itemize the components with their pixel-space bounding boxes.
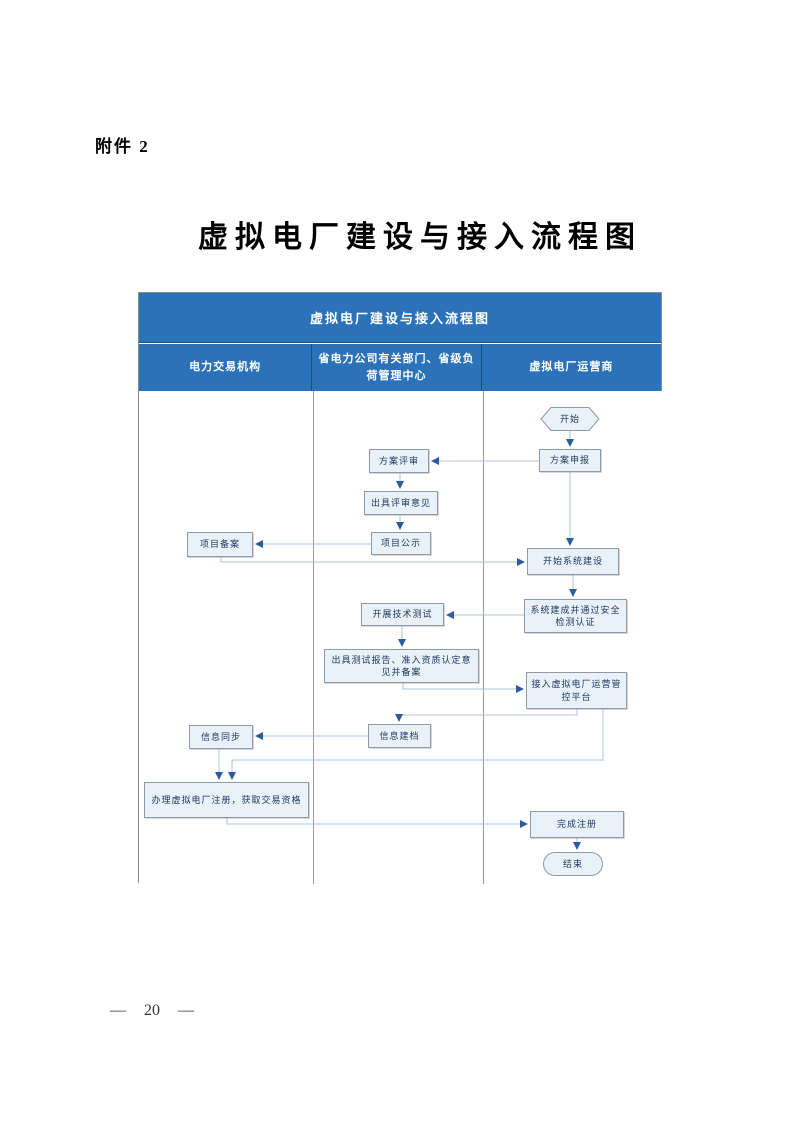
node-end: 结束 <box>562 858 583 869</box>
flow-connectors <box>215 407 604 876</box>
node-register-vpp-obtain-trading-qualification: 办理虚拟电厂注册，获取交易资格 <box>144 782 309 818</box>
lane-header-vpp-operator: 虚拟电厂运营商 <box>481 344 662 391</box>
page-title: 虚拟电厂建设与接入流程图 <box>198 221 642 254</box>
lane-header-row: 电力交易机构 省电力公司有关部门、省级负荷管理中心 虚拟电厂运营商 <box>139 344 662 391</box>
lane-divider <box>483 391 484 884</box>
lane-divider <box>313 391 314 884</box>
node-start: 开始 <box>559 413 580 424</box>
flowchart: 虚拟电厂建设与接入流程图 电力交易机构 省电力公司有关部门、省级负荷管理中心 虚… <box>138 292 663 884</box>
node-start-system-construction: 开始系统建设 <box>527 548 619 575</box>
lane-header-power-trading-agency: 电力交易机构 <box>139 344 313 391</box>
node-information-archiving: 信息建档 <box>368 724 431 748</box>
node-issue-review-opinion: 出具评审意见 <box>364 491 438 515</box>
node-access-vpp-management-platform: 接入虚拟电厂运营管控平台 <box>526 672 627 709</box>
attachment-label: 附件 2 <box>95 137 150 156</box>
start-hexagon-shape <box>540 407 600 431</box>
node-information-sync: 信息同步 <box>189 725 253 749</box>
node-system-built-security-certified: 系统建成并通过安全检测认证 <box>524 599 627 633</box>
node-scheme-declaration: 方案申报 <box>539 449 601 472</box>
flowchart-title: 虚拟电厂建设与接入流程图 <box>139 293 661 343</box>
page-number: — 20 — <box>110 1002 194 1019</box>
node-issue-test-report-filing: 出具测试报告、准入资质认定意见并备案 <box>324 649 479 683</box>
lane-header-provincial-power-company: 省电力公司有关部门、省级负荷管理中心 <box>312 344 482 391</box>
node-project-filing: 项目备案 <box>187 532 253 557</box>
node-scheme-review: 方案评审 <box>369 449 429 473</box>
node-complete-registration: 完成注册 <box>530 811 624 838</box>
node-conduct-technical-testing: 开展技术测试 <box>361 603 444 626</box>
end-stadium-shape <box>543 852 603 876</box>
node-project-publicity: 项目公示 <box>371 532 431 555</box>
flowchart-body: 开始 方案申报 方案评审 出具评审意见 项目公示 项目备案 开始系统建设 系统建… <box>139 391 663 884</box>
